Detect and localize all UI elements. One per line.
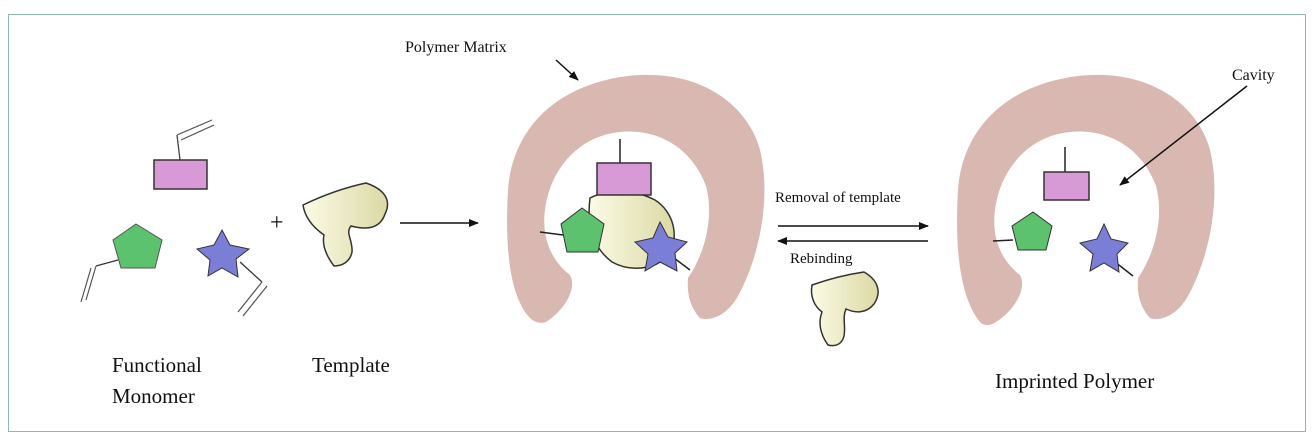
rebinding-label: Rebinding <box>790 251 853 267</box>
removal-label: Removal of template <box>775 190 901 206</box>
star-monomer <box>197 230 267 316</box>
rectangle-monomer <box>154 120 214 189</box>
polymer-matrix-label: Polymer Matrix <box>405 39 507 56</box>
rebinding-template <box>811 272 878 346</box>
imprinted-polymer-label: Imprinted Polymer <box>995 369 1154 393</box>
free-monomers <box>81 120 267 316</box>
polymer-matrix-pointer <box>556 60 578 80</box>
cavity-monomers <box>993 147 1133 276</box>
cavity-label: Cavity <box>1232 67 1275 84</box>
template-label: Template <box>312 353 390 377</box>
plus-sign: + <box>270 210 284 236</box>
functional-monomer-label-line1: Functional <box>112 353 202 377</box>
functional-monomer-label-line2: Monomer <box>112 384 195 408</box>
template-shape <box>303 183 388 266</box>
pentagon-monomer <box>81 224 162 302</box>
